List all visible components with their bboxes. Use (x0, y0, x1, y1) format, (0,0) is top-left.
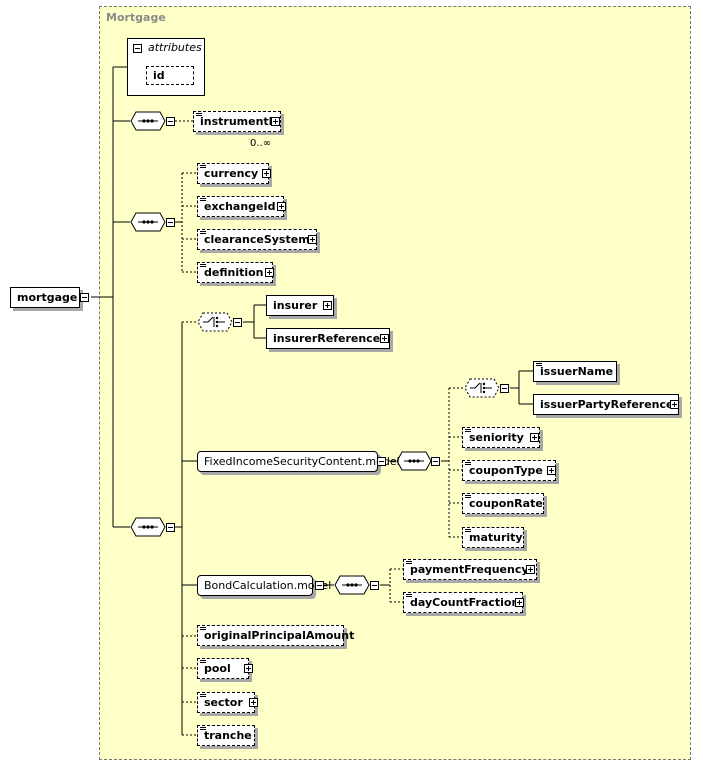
group-fixed-income-model[interactable]: FixedIncomeSecurityContent.model (197, 451, 400, 472)
element-clearanceSystem[interactable]: clearanceSystem (197, 229, 317, 250)
expand-icon[interactable] (265, 268, 274, 277)
expand-icon[interactable] (244, 664, 253, 673)
element-originalPrincipalAmount[interactable]: originalPrincipalAmount (197, 625, 354, 646)
sequence-icon[interactable] (130, 111, 166, 131)
element-issuerName[interactable]: issuerName (533, 361, 617, 382)
label: currency (204, 167, 259, 180)
element-definition[interactable]: definition (197, 262, 273, 283)
expand-icon[interactable] (277, 202, 286, 211)
expand-icon[interactable] (308, 235, 317, 244)
sequence-icon[interactable] (396, 451, 432, 471)
element-issuerPartyReference[interactable]: issuerPartyReference (533, 394, 679, 415)
collapse-icon[interactable] (133, 44, 142, 53)
element-pool[interactable]: pool (197, 658, 249, 679)
label: clearanceSystem (204, 233, 310, 246)
collapse-icon[interactable] (166, 117, 175, 126)
label: paymentFrequency (410, 563, 529, 576)
attributes-label: attributes (148, 41, 202, 54)
sequence-icon[interactable] (130, 212, 166, 232)
collapse-icon[interactable] (431, 457, 440, 466)
label: originalPrincipalAmount (204, 629, 355, 642)
element-paymentFrequency[interactable]: paymentFrequency (403, 559, 537, 580)
label: tranche (204, 729, 252, 742)
attribute-id[interactable]: id (146, 66, 194, 85)
element-tranche[interactable]: tranche (197, 725, 255, 746)
label: exchangeId (204, 200, 276, 213)
element-couponType[interactable]: couponType (462, 460, 556, 481)
element-exchangeId[interactable]: exchangeId (197, 196, 284, 217)
expand-icon[interactable] (271, 117, 280, 126)
element-maturity[interactable]: maturity (462, 527, 524, 548)
collapse-icon[interactable] (315, 581, 324, 590)
label: insurer (273, 299, 318, 312)
collapse-icon[interactable] (370, 581, 379, 590)
collapse-icon[interactable] (166, 523, 175, 532)
label: pool (204, 662, 231, 675)
attributes-box: attributes id (127, 38, 205, 96)
group-bond-calculation-model[interactable]: BondCalculation.model (197, 575, 331, 596)
collapse-icon[interactable] (166, 218, 175, 227)
expand-icon[interactable] (526, 565, 535, 574)
sequence-icon[interactable] (130, 517, 166, 537)
label: instrumentId (200, 115, 281, 128)
collapse-icon[interactable] (500, 384, 509, 393)
label: insurerReference (273, 332, 381, 345)
occurrence-label: 0..∞ (250, 138, 272, 149)
sequence-icon[interactable] (334, 575, 370, 595)
collapse-icon[interactable] (233, 318, 242, 327)
expand-icon[interactable] (530, 433, 539, 442)
label: seniority (469, 431, 524, 444)
root-collapse-icon[interactable] (80, 293, 89, 302)
label: issuerName (540, 365, 614, 378)
label: issuerPartyReference (540, 398, 674, 411)
choice-icon[interactable] (197, 312, 233, 332)
expand-icon[interactable] (323, 301, 332, 310)
expand-icon[interactable] (670, 400, 679, 409)
expand-icon[interactable] (249, 698, 258, 707)
element-seniority[interactable]: seniority (462, 427, 540, 448)
expand-icon[interactable] (547, 466, 556, 475)
label: couponRate (469, 497, 543, 510)
choice-icon[interactable] (464, 378, 500, 398)
label: couponType (469, 464, 543, 477)
label: BondCalculation.model (204, 579, 332, 592)
expand-icon[interactable] (262, 169, 271, 178)
element-sector[interactable]: sector (197, 692, 255, 713)
element-currency[interactable]: currency (197, 163, 269, 184)
collapse-icon[interactable] (377, 457, 386, 466)
label: maturity (469, 531, 523, 544)
root-label: mortgage (17, 291, 78, 304)
element-instrumentId[interactable]: instrumentId (193, 111, 281, 132)
expand-icon[interactable] (380, 334, 389, 343)
label: definition (204, 266, 264, 279)
label: sector (204, 696, 243, 709)
element-insurerReference[interactable]: insurerReference (266, 328, 390, 349)
expand-icon[interactable] (515, 598, 524, 607)
element-insurer[interactable]: insurer (266, 295, 334, 316)
group-title: Mortgage (106, 11, 166, 24)
label: dayCountFraction (410, 596, 520, 609)
element-dayCountFraction[interactable]: dayCountFraction (403, 592, 523, 613)
root-element-mortgage[interactable]: mortgage (10, 287, 80, 308)
element-couponRate[interactable]: couponRate (462, 493, 544, 514)
label: FixedIncomeSecurityContent.model (204, 455, 400, 468)
